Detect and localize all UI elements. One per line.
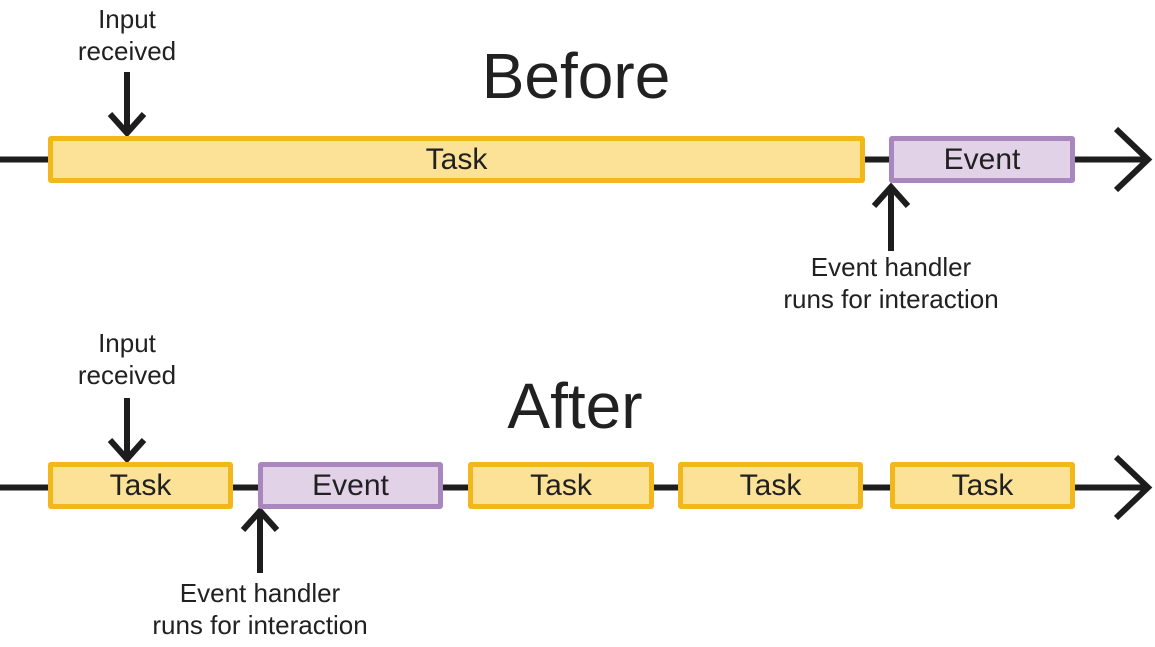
after-task-label-4: Task [951, 468, 1014, 502]
before-event-label: Event [943, 142, 1021, 176]
before-handler-arrow [871, 182, 911, 251]
after-task-label-2: Task [530, 468, 592, 502]
before-up-arrow-icon [871, 182, 911, 209]
after-up-arrow-icon [240, 506, 280, 533]
after-task-box-3: Task [678, 462, 863, 509]
after-input-arrow [107, 398, 147, 464]
after-event-box: Event [258, 462, 443, 509]
before-down-arrow-icon [107, 111, 147, 138]
before-task-label: Task [425, 142, 488, 176]
after-input-received-label: Input received [77, 328, 177, 390]
after-task-label-1: Task [109, 468, 172, 502]
after-section-title: After [507, 370, 643, 442]
after-handler-arrow [240, 506, 280, 573]
before-timeline-right-arrow-icon [1113, 126, 1153, 193]
after-task-box-4: Task [890, 462, 1075, 509]
after-event-label: Event [312, 468, 389, 502]
after-timeline-right-arrow-icon [1113, 454, 1153, 521]
before-input-received-label: Input received [77, 4, 177, 66]
after-task-box-1: Task [48, 462, 233, 509]
before-event-box: Event [889, 136, 1075, 183]
after-task-label-3: Task [739, 468, 802, 502]
before-section-title: Before [481, 40, 671, 112]
before-input-arrow [107, 72, 147, 138]
after-task-box-2: Task [468, 462, 654, 509]
after-event-handler-label: Event handler runs for interaction [152, 578, 368, 640]
before-event-handler-label: Event handler runs for interaction [783, 252, 999, 314]
after-down-arrow-icon [107, 437, 147, 464]
before-task-box: Task [48, 136, 865, 183]
